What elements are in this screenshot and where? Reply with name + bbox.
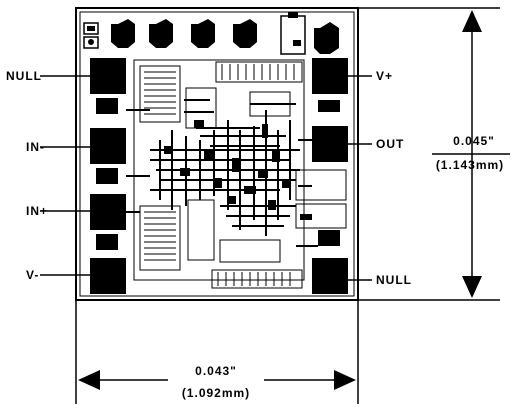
pin-label-v-plus: V+ [376, 69, 394, 83]
arrowhead-up [462, 10, 482, 32]
pin-leaders [40, 75, 372, 281]
pin-label-null-left: NULL [6, 69, 42, 83]
comb-structure-top [215, 61, 303, 83]
interconnect-blocks [164, 120, 312, 220]
arrowhead-left [78, 370, 100, 390]
arrowhead-right [334, 370, 356, 390]
pin-label-in-plus: IN+ [26, 204, 49, 218]
pad-null-right [312, 258, 348, 294]
top-pad [149, 19, 173, 48]
arrowhead-down [462, 276, 482, 298]
pin-label-null-right: NULL [376, 273, 412, 287]
pin-label-out: OUT [376, 137, 405, 151]
pad-in-plus [90, 194, 126, 230]
circuit-area [133, 59, 347, 289]
height-dimension [358, 7, 510, 301]
width-inches-label: 0.043" [195, 364, 237, 378]
top-pad [314, 22, 339, 54]
height-inches-label: 0.045" [453, 134, 495, 148]
pad-v-plus [312, 58, 348, 94]
resistor-ladder-top [139, 65, 181, 123]
top-pad [233, 19, 257, 48]
pad-out [312, 126, 348, 162]
logo-mark [83, 22, 99, 49]
pin-label-v-minus: V- [26, 268, 40, 282]
top-pad [191, 19, 215, 48]
top-bond-pads [111, 19, 339, 54]
pin-label-in-minus: IN- [26, 140, 45, 154]
height-mm-label: (1.143mm) [435, 158, 505, 172]
width-mm-label: (1.092mm) [181, 386, 251, 400]
left-bond-pads [90, 58, 126, 294]
pad-in-minus [90, 128, 126, 164]
die-inner-border [79, 11, 355, 297]
top-pad [111, 19, 135, 48]
pad-null-left [90, 58, 126, 94]
right-bond-pads [312, 58, 348, 294]
resistor-ladder-bottom [139, 205, 181, 271]
pad-v-minus [90, 258, 126, 294]
comb-structure-bottom [211, 269, 303, 289]
